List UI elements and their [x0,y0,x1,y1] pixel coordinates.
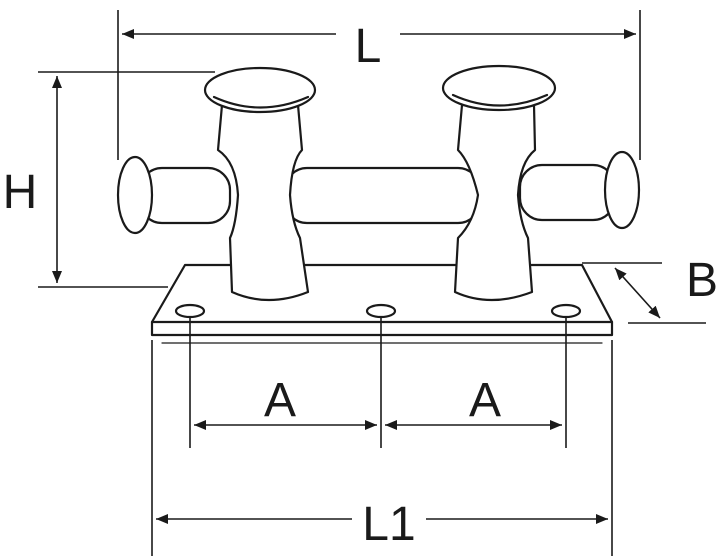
dimension-H [38,71,215,288]
label-L1: L1 [362,498,415,551]
label-A-right: A [469,374,501,427]
left-post-cap [203,66,317,114]
label-H: H [3,166,38,219]
base-plate [150,263,614,344]
label-A-left: A [264,374,296,427]
right-post-cap [441,64,557,112]
label-L: L [355,20,382,73]
right-horn [518,150,641,230]
cross-bar [283,166,482,225]
bolt-hole-center [365,303,397,319]
bolt-hole-left [174,303,206,319]
dimension-L [117,10,641,160]
label-B: B [686,254,718,307]
dimension-B [582,262,706,324]
bolt-hole-right [550,303,582,319]
left-post [203,66,317,302]
dimension-A [189,318,567,448]
right-post [441,64,557,302]
left-horn [116,155,232,235]
dimension-L1 [151,340,613,556]
